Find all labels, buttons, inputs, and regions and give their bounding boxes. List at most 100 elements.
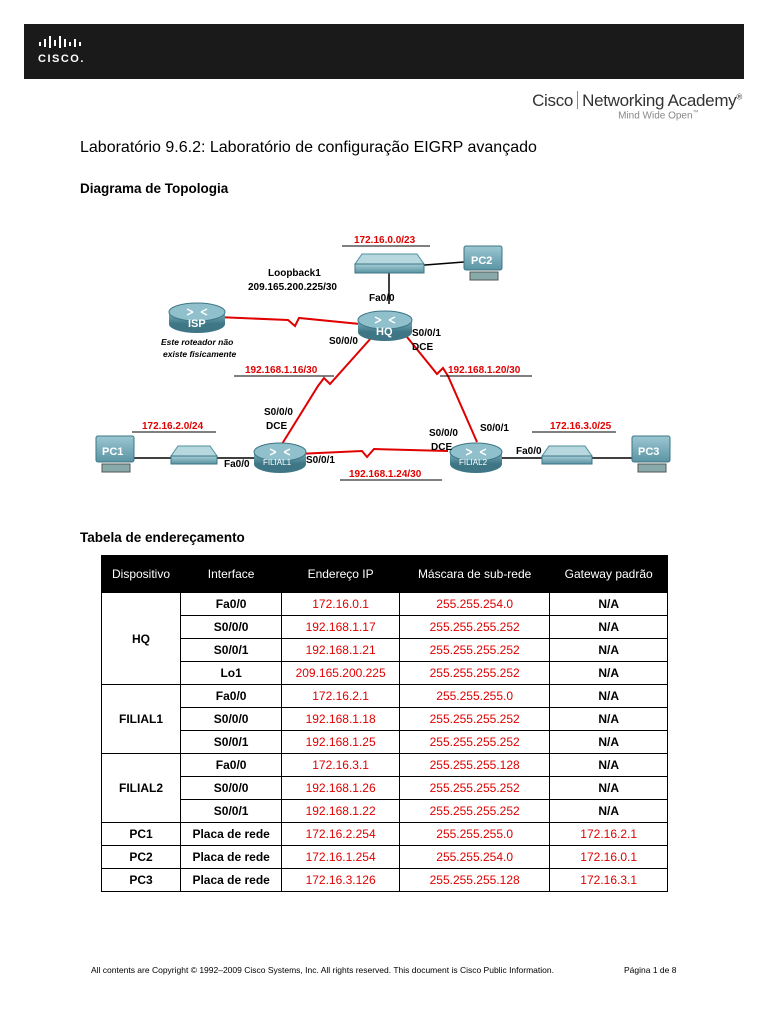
header-bar: CISCO. (24, 24, 744, 79)
cell-gateway: N/A (549, 592, 668, 616)
academy-name-right: Networking Academy (582, 91, 737, 110)
hq-dce-label: DCE (412, 342, 433, 353)
header-endereco-ip: Endereço IP (281, 555, 400, 593)
cell-interface: Placa de rede (179, 822, 283, 846)
cell-ip-address: 192.168.1.26 (281, 776, 400, 800)
cell-ip-address: 172.16.2.1 (281, 684, 400, 708)
serial-link-filial1-filial2 (296, 447, 449, 459)
serial-link-hq-filial1 (281, 336, 373, 445)
cell-gateway: N/A (549, 638, 668, 662)
cell-ip-address: 172.16.1.254 (281, 845, 400, 869)
cell-interface: Fa0/0 (179, 753, 283, 777)
cell-subnet-mask: 255.255.255.252 (398, 730, 551, 754)
cell-ip-address: 192.168.1.21 (281, 638, 400, 662)
cell-interface: S0/0/1 (179, 799, 283, 823)
pc3-icon: PC3 (631, 435, 671, 473)
filial2-label: FILIAL2 (459, 458, 488, 467)
cell-gateway: N/A (549, 730, 668, 754)
cell-gateway: 172.16.2.1 (549, 822, 668, 846)
footer-page-number: Página 1 de 8 (624, 965, 677, 975)
f1-s001-label: S0/0/1 (306, 455, 335, 466)
header-mascara: Máscara de sub-rede (398, 555, 551, 593)
cell-subnet-mask: 255.255.255.252 (398, 776, 551, 800)
cell-subnet-mask: 255.255.255.252 (398, 615, 551, 639)
header-dispositivo: Dispositivo (101, 555, 181, 593)
cell-device: PC3 (101, 868, 181, 892)
hq-fa00-label: Fa0/0 (369, 293, 395, 304)
serial-links (216, 316, 478, 459)
cisco-bridge-logo-icon (39, 36, 81, 48)
f1-fa00-label: Fa0/0 (224, 459, 250, 470)
serial-link-hq-filial2 (406, 336, 478, 443)
cell-device: FILIAL1 (101, 684, 181, 754)
cell-subnet-mask: 255.255.255.128 (398, 868, 551, 892)
f2-s000-label: S0/0/0 (429, 428, 458, 439)
f2-s001-label: S0/0/1 (480, 423, 509, 434)
cell-gateway: N/A (549, 753, 668, 777)
hq-label: HQ (376, 326, 393, 338)
cell-gateway: N/A (549, 615, 668, 639)
cell-subnet-mask: 255.255.255.128 (398, 753, 551, 777)
academy-name-left: Cisco (532, 91, 574, 110)
academy-tagline: Mind Wide Open (618, 110, 693, 122)
cell-ip-address: 192.168.1.18 (281, 707, 400, 731)
cisco-logo-text: CISCO. (38, 53, 85, 65)
cell-device: PC2 (101, 845, 181, 869)
hq-router-icon: HQ (357, 310, 413, 341)
pc3-label: PC3 (638, 446, 659, 458)
isp-label: ISP (188, 318, 206, 330)
pc1-label: PC1 (102, 446, 123, 458)
cell-interface: Placa de rede (179, 845, 283, 869)
cell-interface: S0/0/1 (179, 638, 283, 662)
cell-ip-address: 192.168.1.22 (281, 799, 400, 823)
cell-ip-address: 192.168.1.17 (281, 615, 400, 639)
cell-device: HQ (101, 592, 181, 685)
addressing-table-header-row: Dispositivo Interface Endereço IP Máscar… (101, 555, 668, 593)
net-label-f2-lan: 172.16.3.0/25 (550, 421, 612, 432)
cell-ip-address: 209.165.200.225 (281, 661, 400, 685)
cell-interface: S0/0/1 (179, 730, 283, 754)
cell-device: FILIAL2 (101, 753, 181, 823)
footer-copyright: All contents are Copyright © 1992–2009 C… (91, 965, 554, 975)
cell-ip-address: 172.16.3.126 (281, 868, 400, 892)
addressing-table-heading: Tabela de endereçamento (80, 530, 245, 545)
cell-gateway: N/A (549, 684, 668, 708)
cell-subnet-mask: 255.255.255.252 (398, 707, 551, 731)
cell-gateway: N/A (549, 799, 668, 823)
cell-gateway: N/A (549, 776, 668, 800)
hq-s000-label: S0/0/0 (329, 336, 358, 347)
filial1-label: FILIAL1 (263, 458, 292, 467)
isp-router-icon: ISP (168, 302, 226, 333)
cell-subnet-mask: 255.255.255.0 (398, 684, 551, 708)
cell-subnet-mask: 255.255.254.0 (398, 845, 551, 869)
switch-filial2-icon (541, 445, 593, 465)
cell-subnet-mask: 255.255.255.252 (398, 799, 551, 823)
trademark-mark: ™ (692, 110, 699, 116)
pc2-icon: PC2 (463, 245, 503, 281)
filial2-router-icon: FILIAL2 (449, 442, 503, 473)
isp-note-line1: Este roteador não (161, 337, 233, 347)
loopback-name-label: Loopback1 (268, 268, 321, 279)
net-label-hq-f2: 192.168.1.20/30 (448, 365, 521, 376)
cell-gateway: N/A (549, 661, 668, 685)
cell-interface: Fa0/0 (179, 592, 283, 616)
f1-s000-label: S0/0/0 (264, 407, 293, 418)
switch-hq-icon (354, 253, 425, 274)
serial-link-isp-hq (216, 316, 361, 328)
cell-ip-address: 172.16.0.1 (281, 592, 400, 616)
cell-interface: Placa de rede (179, 868, 283, 892)
cell-interface: Lo1 (179, 661, 283, 685)
